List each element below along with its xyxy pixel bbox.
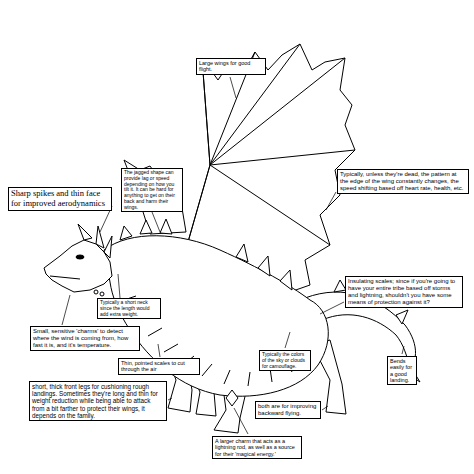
callout-box: both are for improving backward flying. [255,401,321,419]
small-charm [100,292,104,296]
callout-box: The jagged shape can provide lag or spee… [121,168,183,212]
callout-box: Small, sensitive 'charms' to detect wher… [30,326,140,351]
back-spikes [120,219,292,290]
eye [76,255,84,259]
wing-bones [188,44,355,245]
callout-box: Typically the colors of the sky or cloud… [259,350,311,371]
callout-box: Thin, pointed scales to cut through the … [118,358,200,375]
small-charm [94,290,98,294]
callout-text: Typically a short neck since the length … [100,300,158,317]
callout-text: Small, sensitive 'charms' to detect wher… [33,328,137,349]
large-charm [226,390,238,406]
callout-box: Large wings for good flight. [196,58,266,75]
callout-text: A larger charm that acts as a lightning … [215,438,299,457]
callout-text: Bends easily for a good landing. [390,358,414,383]
callout-box: short, thick front legs for cushioning r… [29,381,167,421]
callout-text: Typically, unless they're dead, the patt… [340,171,466,192]
head-spikes [78,224,112,258]
callout-text: The jagged shape can provide lag or spee… [124,170,180,210]
callout-text: Insulating scales; since if you're going… [348,278,460,306]
callout-box: Typically a short neck since the length … [97,298,161,319]
callout-text: Large wings for good flight. [199,60,263,73]
callout-text: short, thick front legs for cushioning r… [32,383,164,419]
callout-text: Sharp spikes and thin face for improved … [11,189,109,209]
callout-text: Typically the colors of the sky or cloud… [262,352,308,369]
callout-text: both are for improving backward flying. [258,403,318,417]
callout-box: Bends easily for a good landing. [387,356,417,385]
callout-box: Typically, unless they're dead, the patt… [337,169,469,194]
mouth [50,276,80,279]
head [44,240,112,292]
callout-box: Insulating scales; since if you're going… [345,276,463,308]
callout-box: Sharp spikes and thin face for improved … [8,187,112,211]
callout-text: Thin, pointed scales to cut through the … [121,360,197,373]
callout-box: A larger charm that acts as a lightning … [212,436,302,459]
